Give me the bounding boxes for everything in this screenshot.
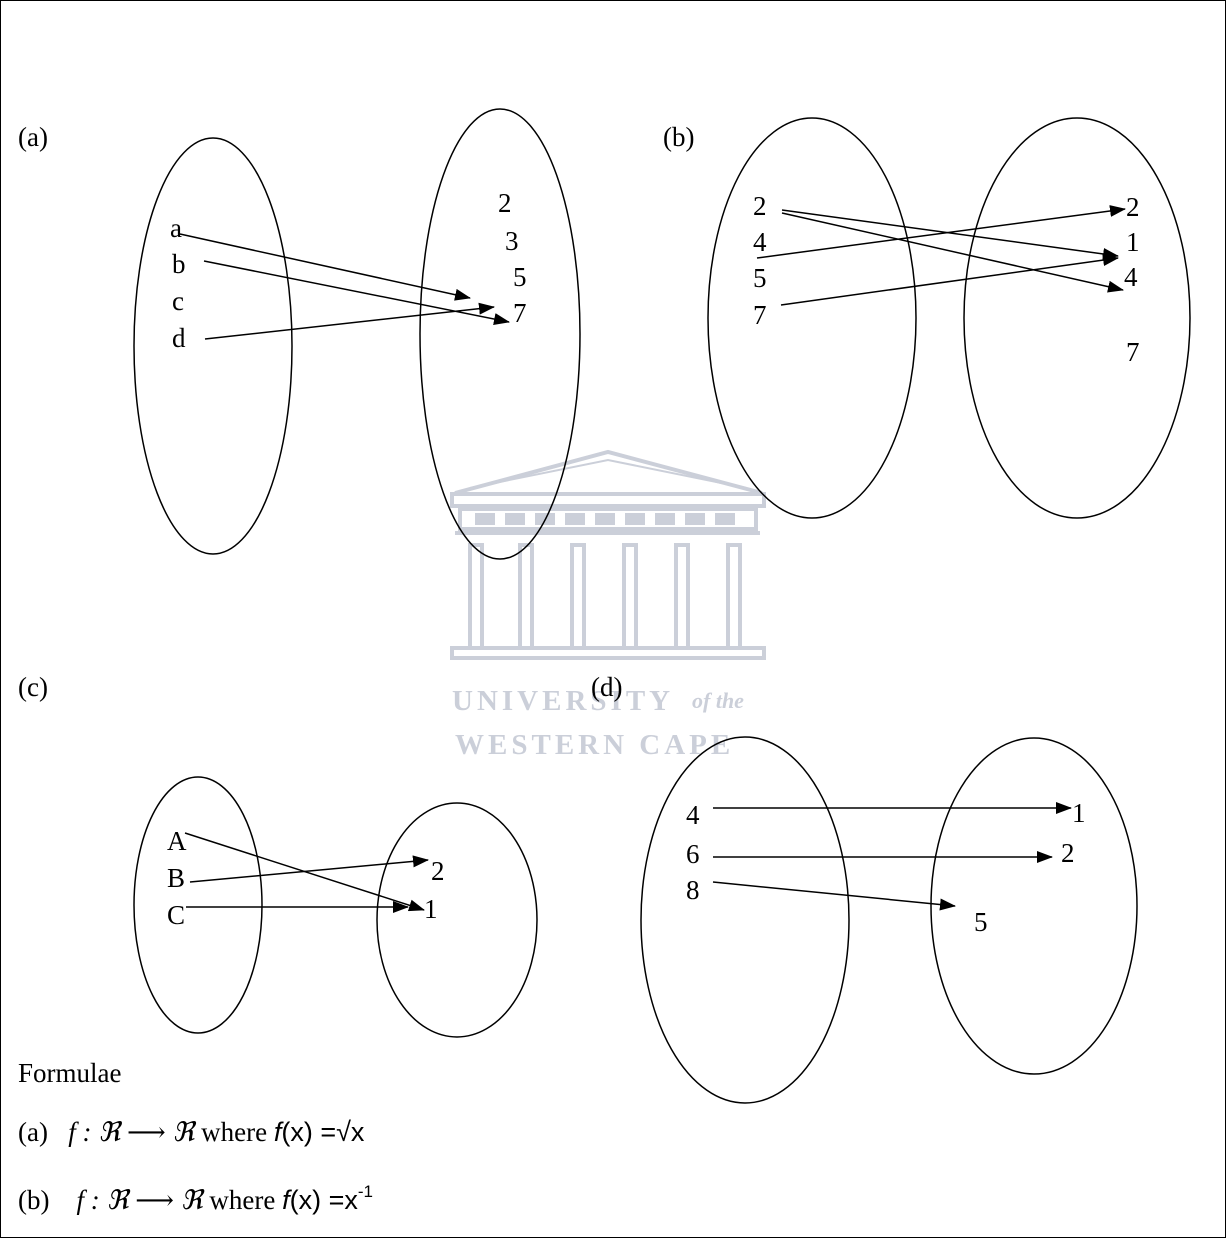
panel-b-domain-element: 2: [753, 191, 767, 221]
watermark: UNIVERSITY of the WESTERN CAPE: [450, 449, 766, 761]
panel-d-domain-element: 6: [686, 839, 700, 869]
formula-b-where: where: [209, 1185, 276, 1215]
panel-a-arrow-b: [203, 260, 510, 325]
panel-c-label: (c): [18, 672, 48, 702]
panel-a-codomain-element: 3: [505, 226, 519, 256]
panel-c-codomain-element: 2: [431, 856, 445, 886]
watermark-building-blocks-icon: [475, 513, 735, 525]
panel-b-codomain-element: 2: [1126, 192, 1140, 222]
formula-a-where: where: [201, 1117, 268, 1147]
panel-b-domain-element: 5: [753, 263, 767, 293]
watermark-line2: WESTERN CAPE: [455, 729, 734, 761]
formula-b: (b) f : ℜ ⟶ ℜ where f(x) =x-1: [18, 1182, 373, 1216]
formula-b-exponent: -1: [357, 1182, 374, 1201]
formula-a-f: f: [273, 1117, 282, 1147]
panel-c-codomain-set: [376, 802, 538, 1038]
panel-d-domain-element: 4: [686, 800, 700, 830]
panel-b-arrow-7: [780, 254, 1119, 306]
panel-a-codomain-element: 7: [513, 298, 527, 328]
panel-b-domain-set: [707, 117, 917, 519]
panel-a-label: (a): [18, 122, 48, 152]
panel-c-domain-element: A: [167, 826, 187, 856]
panel-a-codomain-element: 5: [513, 262, 527, 292]
panel-d-codomain-element: 1: [1072, 798, 1086, 828]
formula-b-f: f: [282, 1185, 290, 1215]
panel-d: (d) 4 6 8 1 2 5: [591, 672, 1138, 1104]
panel-d-codomain-element: 5: [974, 907, 988, 937]
panel-a-arrow-a: [179, 233, 471, 301]
panel-b-codomain-element: 7: [1126, 337, 1140, 367]
panel-a-domain-element: b: [172, 249, 186, 279]
panel-d-label: (d): [591, 672, 622, 702]
panel-d-domain-set: [640, 736, 850, 1104]
panel-a-domain-set: [133, 137, 293, 555]
panel-b-codomain-element: 4: [1124, 262, 1138, 292]
panel-a-codomain-element: 2: [498, 188, 512, 218]
panel-a-domain-element: c: [172, 286, 184, 316]
panel-c-domain-element: B: [167, 863, 185, 893]
panel-a-codomain-set: [419, 108, 581, 560]
formulae-title: Formulae: [18, 1058, 122, 1088]
panel-b-arrow-4: [756, 205, 1126, 259]
panel-a-arrow-d: [204, 302, 495, 340]
formula-b-rhs: (x) =x: [289, 1185, 358, 1215]
panel-c-domain-element: C: [167, 900, 185, 930]
formula-a-mapping: f : ℜ ⟶ ℜ: [68, 1117, 195, 1147]
panel-b: (b) 2 4 5 7 2 1 4 7: [663, 117, 1191, 519]
panel-d-codomain-set: [930, 737, 1138, 1075]
panel-d-arrow-8: [712, 881, 956, 911]
panel-b-domain-element: 4: [753, 227, 767, 257]
panel-b-codomain-set: [963, 117, 1191, 519]
watermark-line1-suffix: of the: [692, 688, 744, 713]
panel-d-codomain-element: 2: [1061, 838, 1075, 868]
panel-b-label: (b): [663, 122, 694, 152]
panel-a-domain-element: d: [172, 323, 186, 353]
panel-c-domain-set: [133, 776, 263, 1034]
panel-c-codomain-element: 1: [424, 894, 438, 924]
panel-c-arrow-B: [189, 855, 429, 883]
formula-a-rhs: (x) =√x: [281, 1117, 365, 1147]
formula-b-label: (b): [18, 1185, 50, 1215]
watermark-building-icon: [450, 449, 766, 660]
watermark-line1: UNIVERSITY: [452, 685, 674, 717]
panel-a-domain-element: a: [170, 213, 182, 243]
panel-b-domain-element: 7: [753, 300, 767, 330]
panel-b-arrow-2b: [781, 212, 1124, 293]
panel-b-codomain-element: 1: [1126, 227, 1140, 257]
panel-a: (a) a b c d 2 3 5 7: [18, 108, 581, 560]
formula-a: (a) f : ℜ ⟶ ℜ where f(x) =√x: [18, 1117, 364, 1148]
panel-d-domain-element: 8: [686, 875, 700, 905]
formula-a-label: (a): [18, 1117, 48, 1147]
formula-b-mapping: f : ℜ ⟶ ℜ: [76, 1185, 203, 1215]
panel-c: (c) A B C 2 1: [18, 672, 538, 1038]
